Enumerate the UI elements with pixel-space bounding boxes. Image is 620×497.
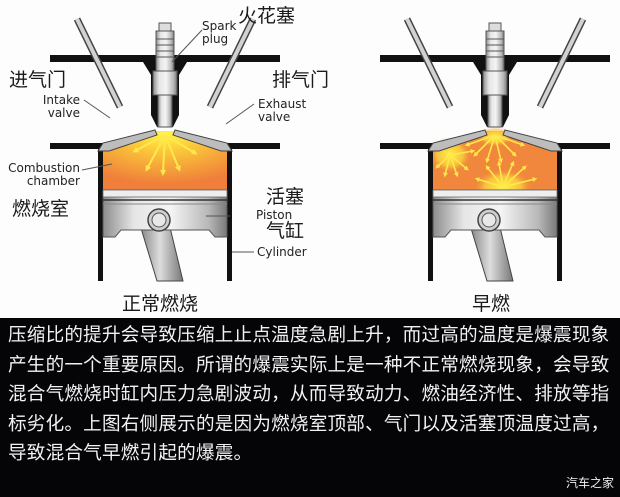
intake-valve-cn-label: 进气门 <box>9 69 67 91</box>
chamber-en-line1: Combustion <box>8 161 80 175</box>
spark-plug-en-label: Spark plug <box>202 19 237 47</box>
description-text: 压缩比的提升会导致压缩上止点温度急剧上升，而过高的温度是爆震现象产生的一个重要原… <box>8 325 610 464</box>
chamber-en-line2: chamber <box>26 174 80 189</box>
engine-diagram-area: 火花塞 Spark plug 进气门 Intake valve 排气门 Exha… <box>0 0 620 318</box>
spark-plug-en-line2: plug <box>202 32 229 47</box>
spark-plug-en-line1: Spark <box>202 19 237 33</box>
normal-combustion-caption: 正常燃烧 <box>122 293 199 315</box>
exhaust-valve-cn-label: 排气门 <box>272 69 330 91</box>
exhaust-valve-en-label: Exhaust valve <box>258 97 307 125</box>
engine-diagrams-svg <box>0 0 620 318</box>
exhaust-en-line1: Exhaust <box>258 97 307 111</box>
piston-cn-label: 活塞 <box>266 186 305 208</box>
spark-plug-cn-label: 火花塞 <box>238 5 296 27</box>
pre-ignition-caption: 早燃 <box>472 293 511 315</box>
combustion-chamber-en-label: Combustion chamber <box>6 161 80 189</box>
leader-lines <box>81 29 255 253</box>
intake-en-line1: Intake <box>42 93 80 107</box>
cylinder-en-label: Cylinder <box>257 245 307 259</box>
exhaust-en-line2: valve <box>258 110 291 125</box>
intake-valve-en-label: Intake valve <box>38 93 80 121</box>
normal-combustion-engine <box>50 19 280 281</box>
combustion-chamber-cn-label: 燃烧室 <box>12 198 70 220</box>
intake-en-line2: valve <box>47 106 80 121</box>
pre-ignition-engine <box>380 19 610 281</box>
piston-en-label: Piston <box>256 208 293 222</box>
watermark: 汽车之家 <box>565 476 614 490</box>
cylinder-cn-label: 气缸 <box>266 220 305 242</box>
description-panel: 压缩比的提升会导致压缩上止点温度急剧上升，而过高的温度是爆震现象产生的一个重要原… <box>0 318 620 497</box>
